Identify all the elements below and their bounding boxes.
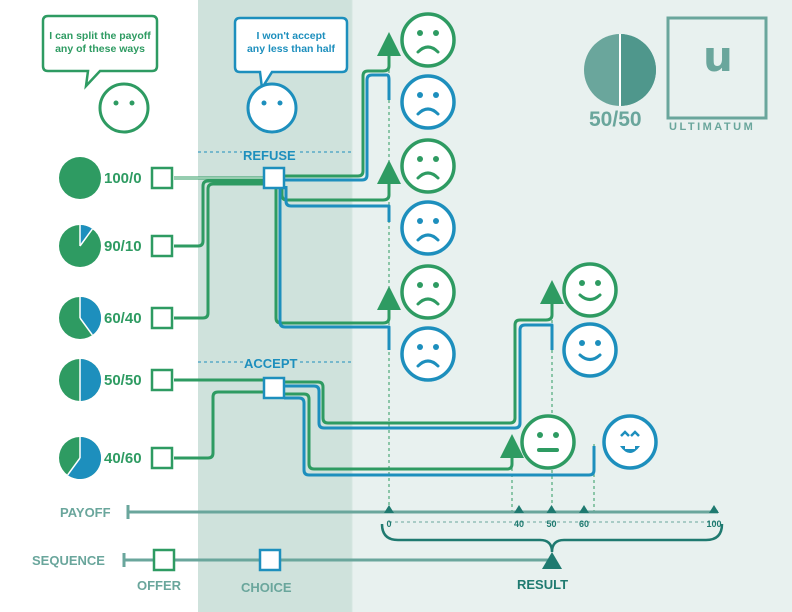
offer-label-40-60: 40/60 <box>104 450 142 467</box>
sequence-step-result: RESULT <box>517 577 569 592</box>
payoff-tick-label: 0 <box>386 519 392 529</box>
offer-pie-50-50 <box>59 359 101 401</box>
proposer-bubble <box>41 14 159 90</box>
payoff-ticks <box>384 505 719 513</box>
responder-bubble-text: I won't accept any less than half <box>237 30 345 56</box>
logo-pie-icon <box>584 34 656 106</box>
sequence-choice-box <box>258 548 282 572</box>
sad-face-icon <box>400 138 456 194</box>
proposer-bubble-line-2: any of these ways <box>55 43 145 55</box>
sad-face-icon <box>400 12 456 68</box>
offer-box-50-50 <box>150 368 174 392</box>
sad-face-icon <box>400 74 456 130</box>
refuse-flow-lines <box>174 32 401 350</box>
payoff-tick-marker <box>709 505 719 513</box>
grinning-face-icon <box>602 414 658 470</box>
responder-bubble-line-2: any less than half <box>246 43 336 55</box>
payoff-tick-label: 40 <box>513 519 524 529</box>
accept-box <box>262 376 286 400</box>
sequence-step-choice: CHOICE <box>241 580 292 595</box>
refuse-box <box>262 166 286 190</box>
offer-pie-100-0 <box>59 157 101 199</box>
offer-box-100-0 <box>150 166 174 190</box>
offer-label-90-10: 90/10 <box>104 238 142 255</box>
proposer-face-icon <box>98 82 150 134</box>
sequence-step-offer: OFFER <box>137 578 182 593</box>
offer-box-60-40 <box>150 306 174 330</box>
responder-face-icon <box>246 82 298 134</box>
happy-face-icon <box>562 322 618 378</box>
neutral-face-icon <box>520 414 576 470</box>
payoff-tick-label: 50 <box>546 519 557 529</box>
payoff-tick-marker <box>546 505 557 513</box>
payoff-tick-marker <box>384 505 394 513</box>
offer-label-60-40: 60/40 <box>104 310 142 327</box>
offer-pie-40-60 <box>59 437 102 480</box>
responder-bubble-line-1: I won't accept <box>256 30 326 42</box>
sequence-axis <box>122 548 562 572</box>
payoff-label: PAYOFF <box>60 505 111 520</box>
offer-pie-60-40 <box>59 297 101 339</box>
offer-box-90-10 <box>150 234 174 258</box>
accept-label: ACCEPT <box>243 356 299 371</box>
payoff-tick-marker <box>579 505 589 513</box>
payoff-tick-marker <box>514 505 524 513</box>
sequence-result-marker <box>542 552 562 569</box>
payoff-tick-label: 100 <box>706 519 722 529</box>
sad-face-icon <box>400 200 456 256</box>
offer-label-50-50: 50/50 <box>104 372 142 389</box>
offer-boxes <box>150 166 174 470</box>
proposer-bubble-text: I can split the payoff any of these ways <box>45 30 155 56</box>
sequence-label: SEQUENCE <box>32 553 105 568</box>
refuse-label: REFUSE <box>242 148 297 163</box>
sad-face-icon <box>400 264 456 320</box>
result-faces <box>400 12 658 470</box>
logo-ratio: 50/50 <box>589 108 642 131</box>
happy-face-icon <box>562 262 618 318</box>
responder-bubble <box>233 16 349 92</box>
payoff-tick-label: 60 <box>578 519 589 529</box>
logo-title: ULTIMATUM <box>669 121 756 133</box>
accept-flow-lines <box>174 280 596 477</box>
sequence-offer-box <box>152 548 176 572</box>
logo-letter: u <box>703 32 733 81</box>
offer-box-40-60 <box>150 446 174 470</box>
offer-label-100-0: 100/0 <box>104 170 142 187</box>
proposer-bubble-line-1: I can split the payoff <box>49 30 151 42</box>
logo-frame <box>666 16 768 120</box>
offer-pie-90-10 <box>59 225 101 267</box>
offer-pies <box>59 157 102 480</box>
sad-face-icon <box>400 326 456 382</box>
